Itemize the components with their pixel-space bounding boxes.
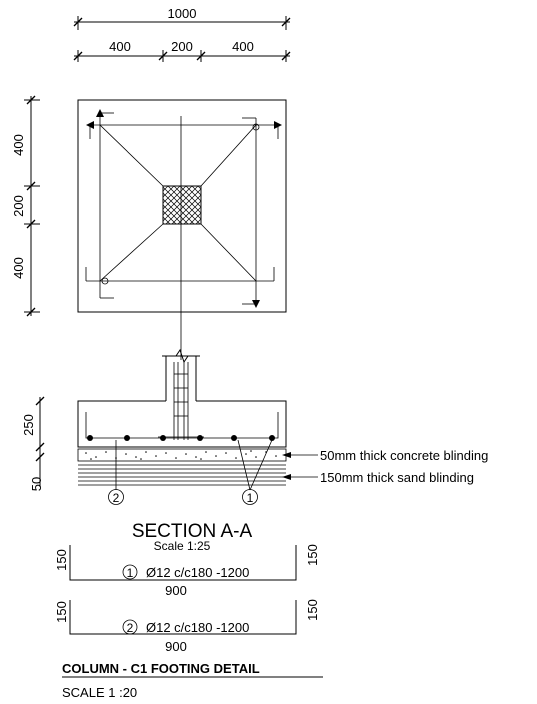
sand-blinding-label: 150mm thick sand blinding bbox=[320, 470, 474, 485]
dim-footing-depth: 250 bbox=[21, 414, 36, 436]
bar2-hook-right: 150 bbox=[305, 599, 320, 621]
dim-side-mid: 200 bbox=[11, 195, 26, 217]
bar1-hook-right: 150 bbox=[305, 544, 320, 566]
rebar-dot bbox=[87, 435, 93, 441]
bar-mark-circle-1 bbox=[242, 489, 258, 505]
section-title: SECTION A-A bbox=[132, 521, 253, 542]
bar-mark-2-label: 2 bbox=[113, 491, 120, 505]
sand-blinding-layer bbox=[78, 464, 286, 486]
bar2-hook-left: 150 bbox=[54, 601, 69, 623]
bar1-hook-left: 150 bbox=[54, 549, 69, 571]
dim-blinding-depth: 50 bbox=[29, 477, 44, 491]
rebar-dot bbox=[124, 435, 130, 441]
bar-mark-circle-2 bbox=[108, 489, 124, 505]
corner-bar-marker bbox=[252, 123, 260, 131]
concrete-blinding-label: 50mm thick concrete blinding bbox=[320, 448, 488, 463]
rebar-dot bbox=[231, 435, 237, 441]
top-dimension-segments: 400 200 400 bbox=[73, 39, 291, 62]
dim-side-bottom: 400 bbox=[11, 257, 26, 279]
bar2-mark: 2 bbox=[127, 621, 134, 635]
bar-schedule-row-2: 150 150 2 Ø12 c/c180 -1200 900 bbox=[54, 599, 320, 654]
detail-title: COLUMN - C1 FOOTING DETAIL bbox=[62, 661, 260, 676]
rebar-dot bbox=[197, 435, 203, 441]
concrete-blinding-layer bbox=[77, 448, 287, 462]
bar-mark-1-label: 1 bbox=[247, 491, 254, 505]
bar1-mark-circle bbox=[122, 564, 138, 580]
column-hatch bbox=[162, 185, 202, 225]
rebar-dot bbox=[160, 435, 166, 441]
bar2-length: 900 bbox=[165, 639, 187, 654]
dim-overall-1000: 1000 bbox=[168, 6, 197, 21]
bar1-length: 900 bbox=[165, 583, 187, 598]
dim-seg-right: 400 bbox=[232, 39, 254, 54]
detail-scale: SCALE 1 :20 bbox=[62, 685, 137, 700]
dim-seg-left: 400 bbox=[109, 39, 131, 54]
rebar-dot bbox=[269, 435, 275, 441]
bar2-spec: Ø12 c/c180 -1200 bbox=[146, 620, 249, 635]
blinding-callouts: 50mm thick concrete blinding 150mm thick… bbox=[282, 448, 488, 485]
bar1-mark: 1 bbox=[127, 566, 134, 580]
bar-schedule-row-1: 150 150 1 Ø12 c/c180 -1200 900 bbox=[54, 544, 320, 598]
bar-mark-callouts: 2 1 bbox=[108, 439, 273, 505]
bar2-mark-circle bbox=[122, 619, 138, 635]
section-scale: Scale 1:25 bbox=[154, 539, 211, 553]
corner-bar-marker bbox=[101, 277, 109, 285]
footing-section: 250 50 bbox=[21, 348, 287, 491]
dim-side-top: 400 bbox=[11, 134, 26, 156]
side-dimension: 400 200 400 bbox=[11, 95, 40, 317]
bar1-spec: Ø12 c/c180 -1200 bbox=[146, 565, 249, 580]
top-dimension-overall: 1000 bbox=[73, 6, 291, 30]
dim-seg-mid: 200 bbox=[171, 39, 193, 54]
footing-plan bbox=[77, 99, 287, 360]
